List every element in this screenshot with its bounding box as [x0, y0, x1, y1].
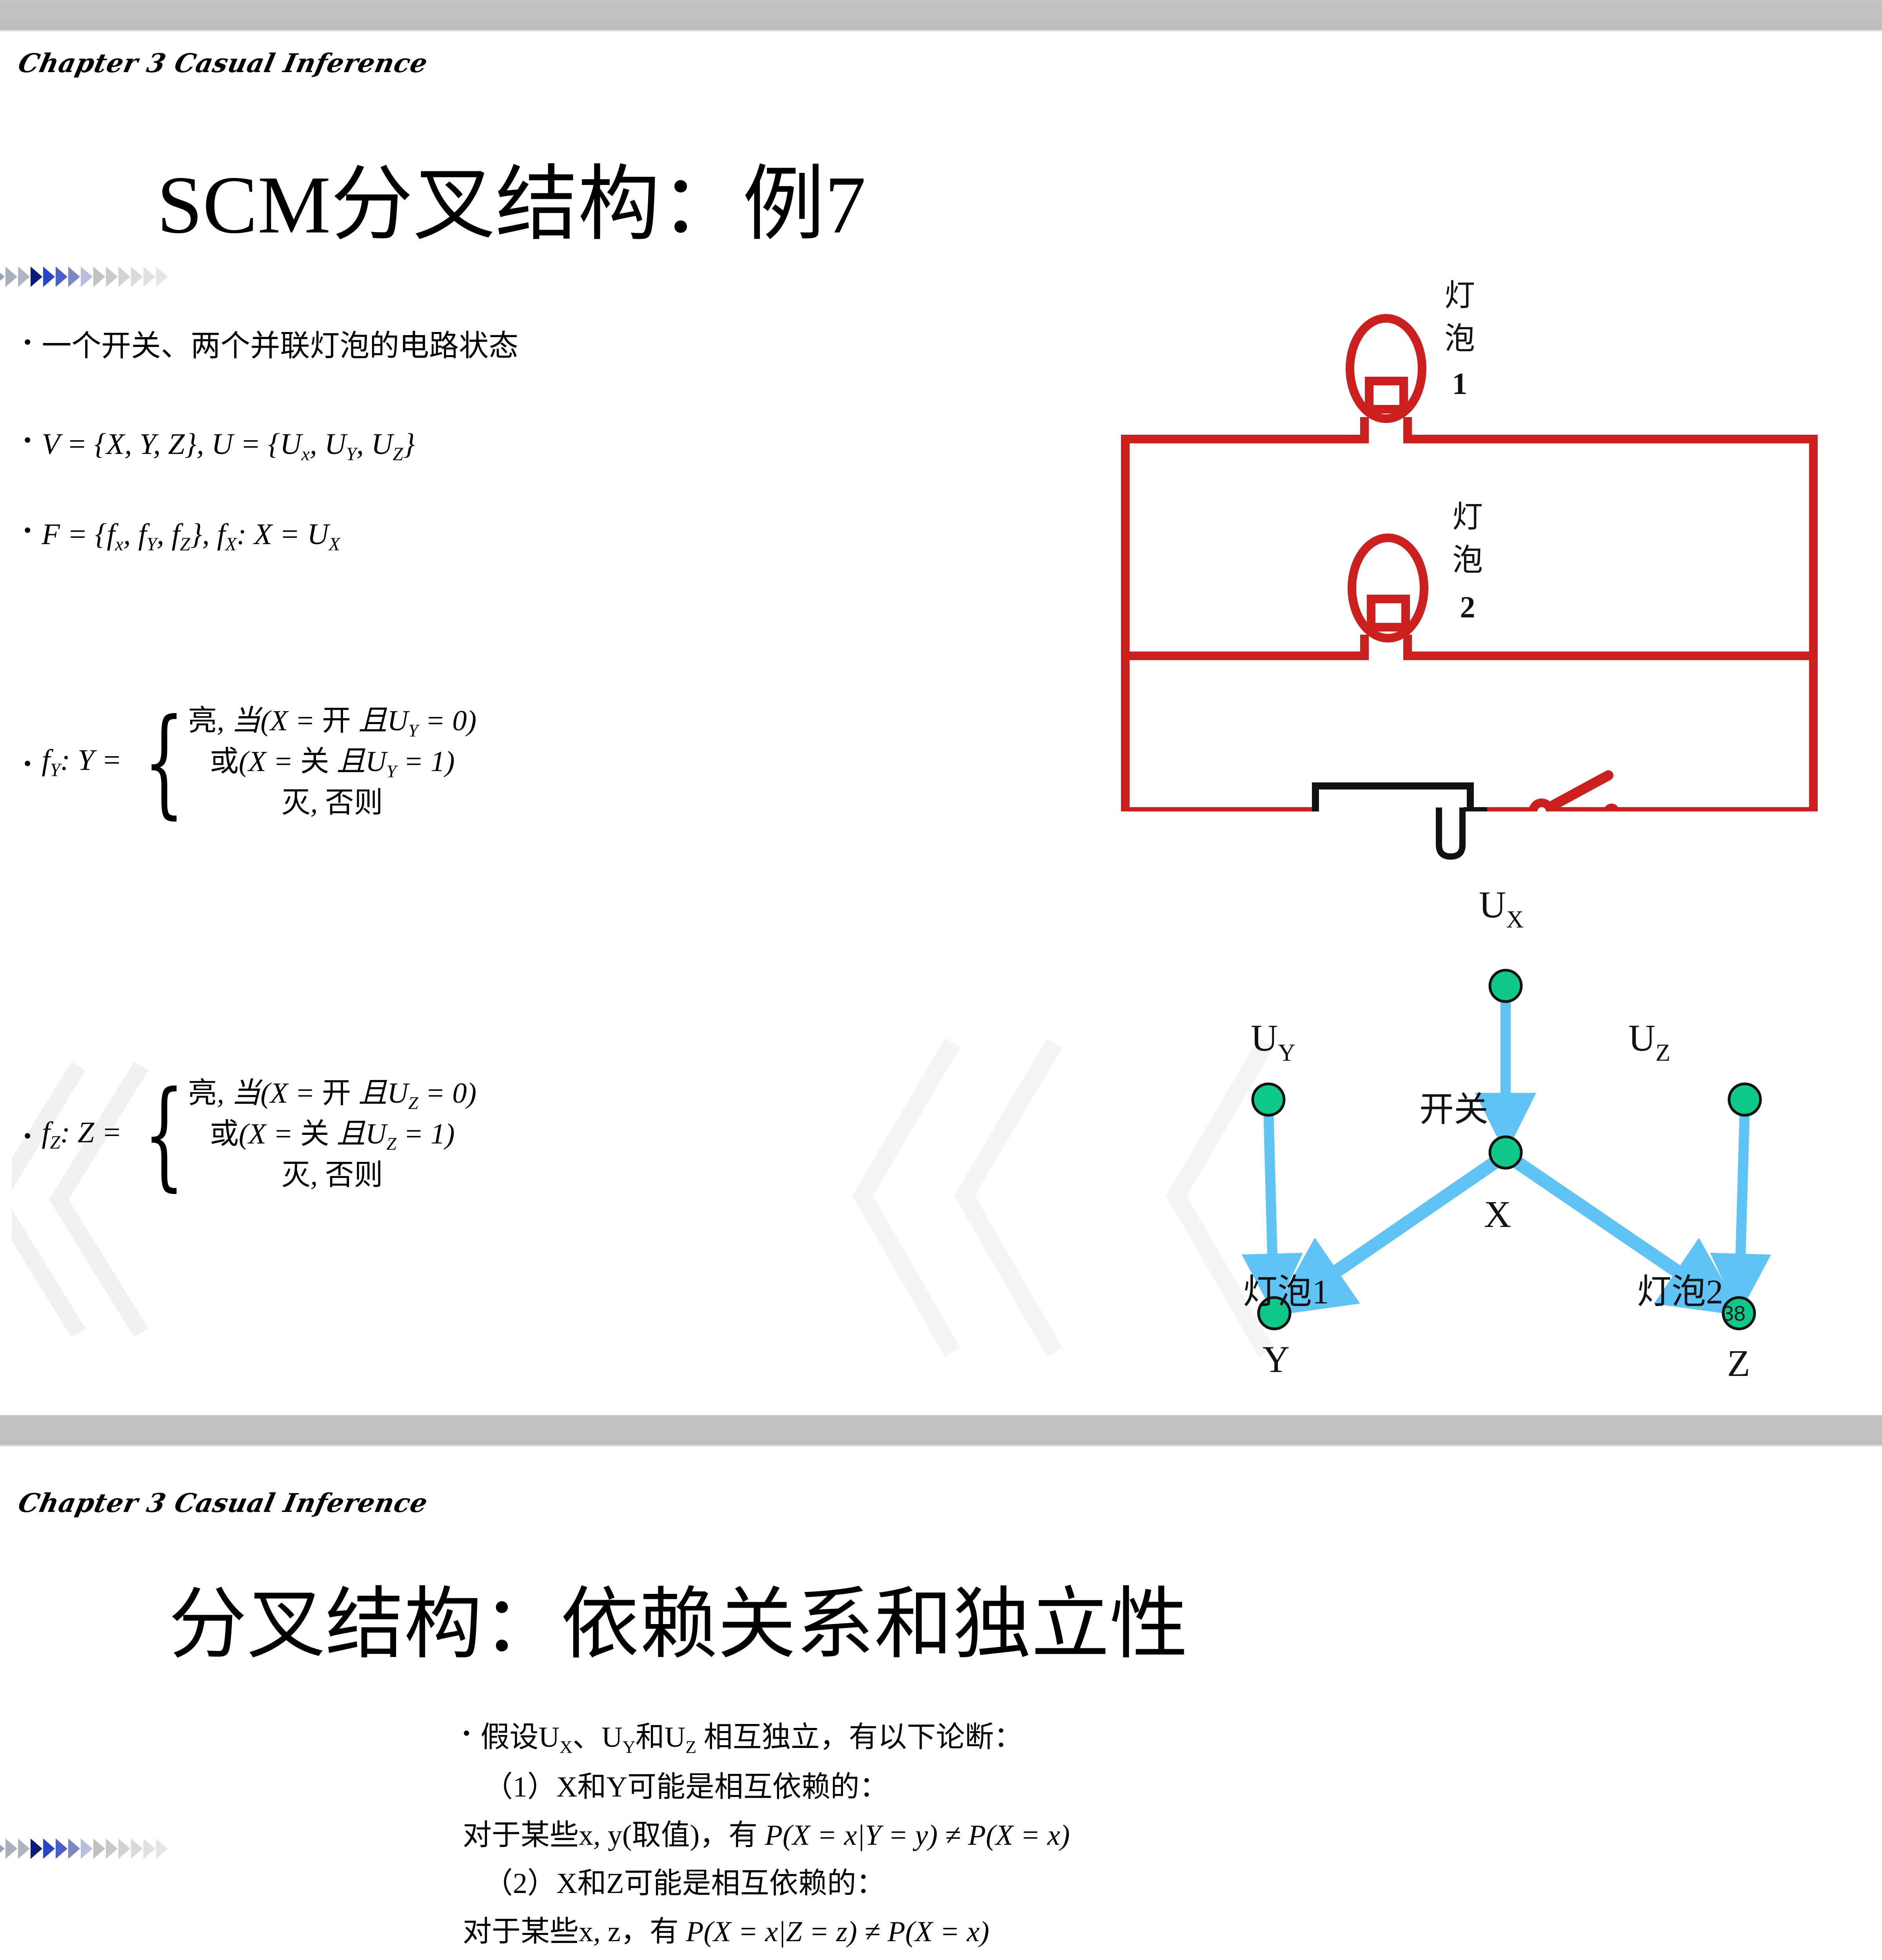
left-brace-glyph: { [143, 1065, 185, 1203]
chevron-icon [118, 1838, 130, 1859]
graph-annotation-switch: 开关 [1419, 1091, 1488, 1129]
slide1-eq-fy-case-3: 灭, 否则 [281, 786, 383, 819]
chevron-icon [106, 1838, 118, 1859]
chevron-icon [93, 267, 105, 287]
chevron-icon [18, 1838, 30, 1859]
chevron-icon [156, 267, 168, 287]
slide2-line-3: （2）X和Z可能是相互依赖的： [484, 1867, 885, 1900]
slide1-chapter-header: Chapter 3 Casual Inference [15, 48, 431, 78]
bullet-marker: • [24, 1123, 32, 1149]
bullet-marker: • [24, 517, 32, 543]
slide2-causal-graph: UX UY UZ X Y Z [0, 1874, 494, 1960]
slide-fork-dependence-independence: Chapter 3 Casual Inference 分叉结构：依赖关系和独立性 [0, 1411, 1882, 1960]
chevron-icon [31, 1838, 42, 1859]
left-brace-glyph: { [143, 693, 185, 830]
bulb2-label-char1: 灯 [1452, 500, 1483, 534]
slide1-bullet-2: • V = {X, Y, Z}, U = {Ux, UY, UZ} [24, 427, 415, 465]
slide1-bullet-3: • F = {fx, fY, fZ}, fX: X = UX [24, 517, 340, 555]
slide1-equation-fy: • fY: Y = { 亮, 当(X = 开 且UY = 0) 或(X = 关 … [24, 702, 476, 822]
chevron-icon [131, 267, 143, 287]
slide1-eq-fz-case-2: 或(X = 关 且UZ = 1) [209, 1118, 455, 1154]
slide1-eq-fz-case-1: 亮, 当(X = 开 且UZ = 0) [188, 1077, 477, 1113]
slide1-top-band [0, 0, 1882, 31]
graph-annotation-bulb1: 灯泡1 [1243, 1273, 1329, 1311]
graph-annotation-bulb2: 灯泡2 [1637, 1273, 1723, 1311]
graph-label-X: X [1484, 1193, 1511, 1235]
slide1-eq-fy-case-2: 或(X = 关 且UY = 1) [209, 746, 455, 782]
slide1-bullet-1: • 一个开关、两个并联灯泡的电路状态 [24, 329, 518, 363]
chevron-icon [5, 1838, 17, 1859]
graph-label-Y: Y [1263, 1338, 1290, 1380]
chevron-icon [131, 1838, 143, 1859]
chevron-icon [43, 1838, 55, 1859]
graph-label-UY: UY [1251, 1017, 1295, 1066]
chevron-icon [156, 1838, 168, 1859]
slide-scm-fork-example-7: Chapter 3 Casual Inference SCM分叉结构：例7 [0, 0, 1882, 1384]
slide1-chevron-bar [0, 267, 169, 287]
chevron-icon [68, 267, 80, 287]
graph-node-Z [1722, 1296, 1756, 1330]
bullet-marker: • [24, 329, 32, 355]
slide1-equation-fz: • fZ: Z = { 亮, 当(X = 开 且UZ = 0) 或(X = 关 … [24, 1074, 476, 1195]
slide2-line-4: 对于某些x, z，有 P(X = x|Z = z) ≠ P(X = x) [463, 1916, 990, 1948]
bullet-marker: • [24, 750, 32, 776]
slide2-top-band [0, 1415, 1882, 1446]
chevron-icon [43, 267, 55, 287]
slide2-chevron-bar [0, 1838, 169, 1859]
chevron-icon [144, 267, 155, 287]
slide2-body-text: • 假设UX、UY和UZ 相互独立，有以下论断： （1）X和Y可能是相互依赖的：… [463, 1717, 1858, 1960]
graph-node-UY [1251, 1082, 1286, 1117]
chevron-icon [144, 1838, 155, 1859]
chevron-icon [81, 1838, 93, 1859]
chevron-icon [56, 267, 67, 287]
bulb1-label-number: 1 [1452, 367, 1468, 401]
slide1-bullet-1-text: 一个开关、两个并联灯泡的电路状态 [42, 330, 519, 363]
chevron-icon [56, 1838, 67, 1859]
graph-label-UZ: UZ [1628, 1017, 1670, 1066]
bullet-marker: • [463, 1721, 470, 1746]
circuit-diagram: 灯 泡 1 灯 泡 2 [1121, 278, 1818, 811]
slide1-eq-fz-lhs: fZ: Z = [42, 1116, 122, 1153]
slide1-causal-graph: UX UY UZ X Y Z 开关 灯泡1 灯泡2 [1241, 808, 1771, 1384]
slide2-line-0: • 假设UX、UY和UZ 相互独立，有以下论断： [463, 1717, 1858, 1760]
chevron-icon [5, 267, 17, 287]
slide1-page-number: 38 [1722, 1302, 1746, 1325]
chevron-icon [106, 267, 118, 287]
slide1-eq-fy-cases: 亮, 当(X = 开 且UY = 0) 或(X = 关 且UY = 1) 灭, … [188, 702, 476, 822]
slide1-bullet-2-text: V = {X, Y, Z}, U = {Ux, UY, UZ} [42, 428, 415, 465]
slide1-bullet-3-text: F = {fx, fY, fZ}, fX: X = UX [42, 518, 340, 555]
chevron-icon [68, 1838, 80, 1859]
bulb2-label-char2: 泡 [1452, 543, 1483, 577]
bulb1-label-char2: 泡 [1444, 321, 1475, 356]
slide2-line-0-text: 假设UX、UY和UZ 相互独立，有以下论断： [480, 1721, 1023, 1757]
graph-node-UX [1488, 969, 1523, 1003]
graph-node-X [1488, 1135, 1523, 1170]
chevron-icon [18, 267, 30, 287]
graph-label-UX: UX [1479, 884, 1524, 933]
slide1-eq-fy-case-1: 亮, 当(X = 开 且UY = 0) [188, 705, 477, 740]
bulb1-label-char1: 灯 [1444, 278, 1475, 312]
slide2-title: 分叉结构：依赖关系和独立性 [169, 1582, 1188, 1668]
chevron-icon [81, 267, 93, 287]
slide2-line-1: （1）X和Y可能是相互依赖的： [484, 1771, 888, 1803]
slide1-eq-fy-lhs: fY: Y = [42, 743, 122, 780]
slide2-chapter-header: Chapter 3 Casual Inference [15, 1488, 431, 1518]
slide1-eq-fz-cases: 亮, 当(X = 开 且UZ = 0) 或(X = 关 且UZ = 1) 灭, … [188, 1074, 476, 1195]
graph-node-UZ [1728, 1082, 1762, 1117]
slide2-line-2: 对于某些x, y(取值)，有 P(X = x|Y = y) ≠ P(X = x) [463, 1819, 1070, 1852]
chevron-icon [0, 267, 5, 287]
slide1-title: SCM分叉结构：例7 [157, 160, 866, 250]
bullet-marker: • [24, 427, 32, 453]
chevron-icon [0, 1838, 5, 1859]
graph-node-Y [1257, 1296, 1292, 1330]
chevron-icon [31, 267, 42, 287]
slide1-eq-fz-case-3: 灭, 否则 [281, 1159, 383, 1191]
chevron-icon [118, 267, 130, 287]
graph-label-Z: Z [1727, 1342, 1750, 1384]
bulb2-label-number: 2 [1460, 590, 1475, 624]
chevron-icon [93, 1838, 105, 1859]
